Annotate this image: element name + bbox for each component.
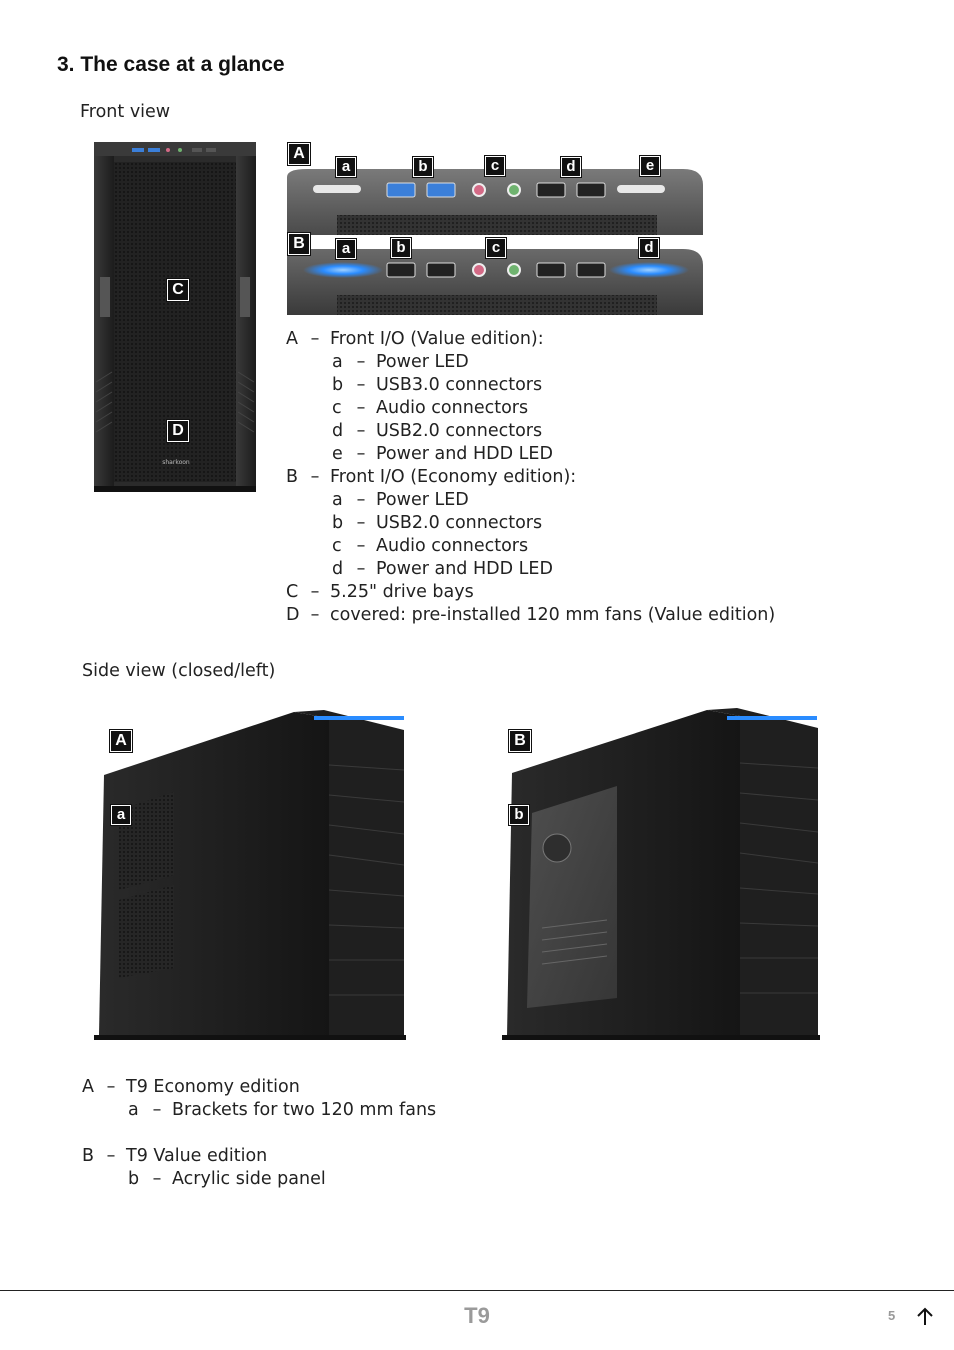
side-legend-item-b: B–T9 Value edition bbox=[82, 1146, 268, 1166]
legend-item-d: D–covered: pre-installed 120 mm fans (Va… bbox=[286, 605, 776, 625]
io-panel-a-image bbox=[287, 165, 703, 235]
legend-item-b: B–Front I/O (Economy edition): bbox=[286, 467, 577, 487]
io-panel-a-tag: A bbox=[288, 143, 310, 165]
page-number: 5 bbox=[888, 1308, 896, 1323]
side-legend-subitem: b–Acrylic side panel bbox=[128, 1169, 326, 1189]
legend-subitem: d–USB2.0 connectors bbox=[332, 421, 543, 441]
io-panel-b-port-b: b bbox=[391, 238, 411, 258]
side-photo-a-tag: A bbox=[110, 730, 132, 752]
footer-title: T9 bbox=[464, 1303, 490, 1328]
side-legend-subitem: a–Brackets for two 120 mm fans bbox=[128, 1100, 437, 1120]
io-panel-a-port-c: c bbox=[485, 156, 505, 176]
svg-text:sharkoon: sharkoon bbox=[162, 459, 190, 466]
section-title: 3. The case at a glance bbox=[57, 53, 285, 76]
arrow-up-icon[interactable] bbox=[913, 1305, 937, 1329]
io-panel-a-port-e: e bbox=[640, 156, 660, 176]
case-tag-d: D bbox=[167, 420, 189, 442]
case-side-value-image bbox=[502, 708, 820, 1050]
side-photo-a-subtag: a bbox=[111, 805, 131, 825]
legend-item-a: A–Front I/O (Value edition): bbox=[286, 329, 544, 349]
spacer bbox=[82, 1122, 436, 1145]
legend-subitem: b–USB2.0 connectors bbox=[332, 513, 543, 533]
case-tag-c: C bbox=[167, 279, 189, 301]
io-panel-a-port-d: d bbox=[561, 157, 581, 177]
side-photo-b-subtag: b bbox=[509, 805, 529, 825]
footer-divider bbox=[0, 1290, 954, 1291]
legend-subitem: d–Power and HDD LED bbox=[332, 559, 553, 579]
io-panel-b-port-a: a bbox=[336, 239, 356, 259]
legend-subitem: b–USB3.0 connectors bbox=[332, 375, 543, 395]
side-photo-b-tag: B bbox=[509, 730, 531, 752]
io-panel-b-tag: B bbox=[288, 233, 310, 255]
side-view-legend: A–T9 Economy edition a–Brackets for two … bbox=[82, 1076, 436, 1191]
io-panel-a-port-a: a bbox=[336, 157, 356, 177]
side-legend-item-a: A–T9 Economy edition bbox=[82, 1077, 300, 1097]
front-view-heading: Front view bbox=[80, 102, 171, 122]
legend-subitem: a–Power LED bbox=[332, 490, 469, 510]
front-view-legend: A–Front I/O (Value edition): a–Power LED… bbox=[286, 328, 775, 627]
legend-subitem: a–Power LED bbox=[332, 352, 469, 372]
side-view-heading: Side view (closed/left) bbox=[82, 661, 276, 681]
legend-item-c: C–5.25" drive bays bbox=[286, 582, 474, 602]
io-panel-b-port-d: d bbox=[639, 238, 659, 258]
legend-subitem: c–Audio connectors bbox=[332, 398, 529, 418]
io-panel-a-port-b: b bbox=[413, 157, 433, 177]
io-panel-b-port-c: c bbox=[486, 238, 506, 258]
io-panel-b-image bbox=[287, 245, 703, 315]
legend-subitem: e–Power and HDD LED bbox=[332, 444, 553, 464]
legend-subitem: c–Audio connectors bbox=[332, 536, 529, 556]
case-side-economy-image bbox=[94, 710, 406, 1050]
